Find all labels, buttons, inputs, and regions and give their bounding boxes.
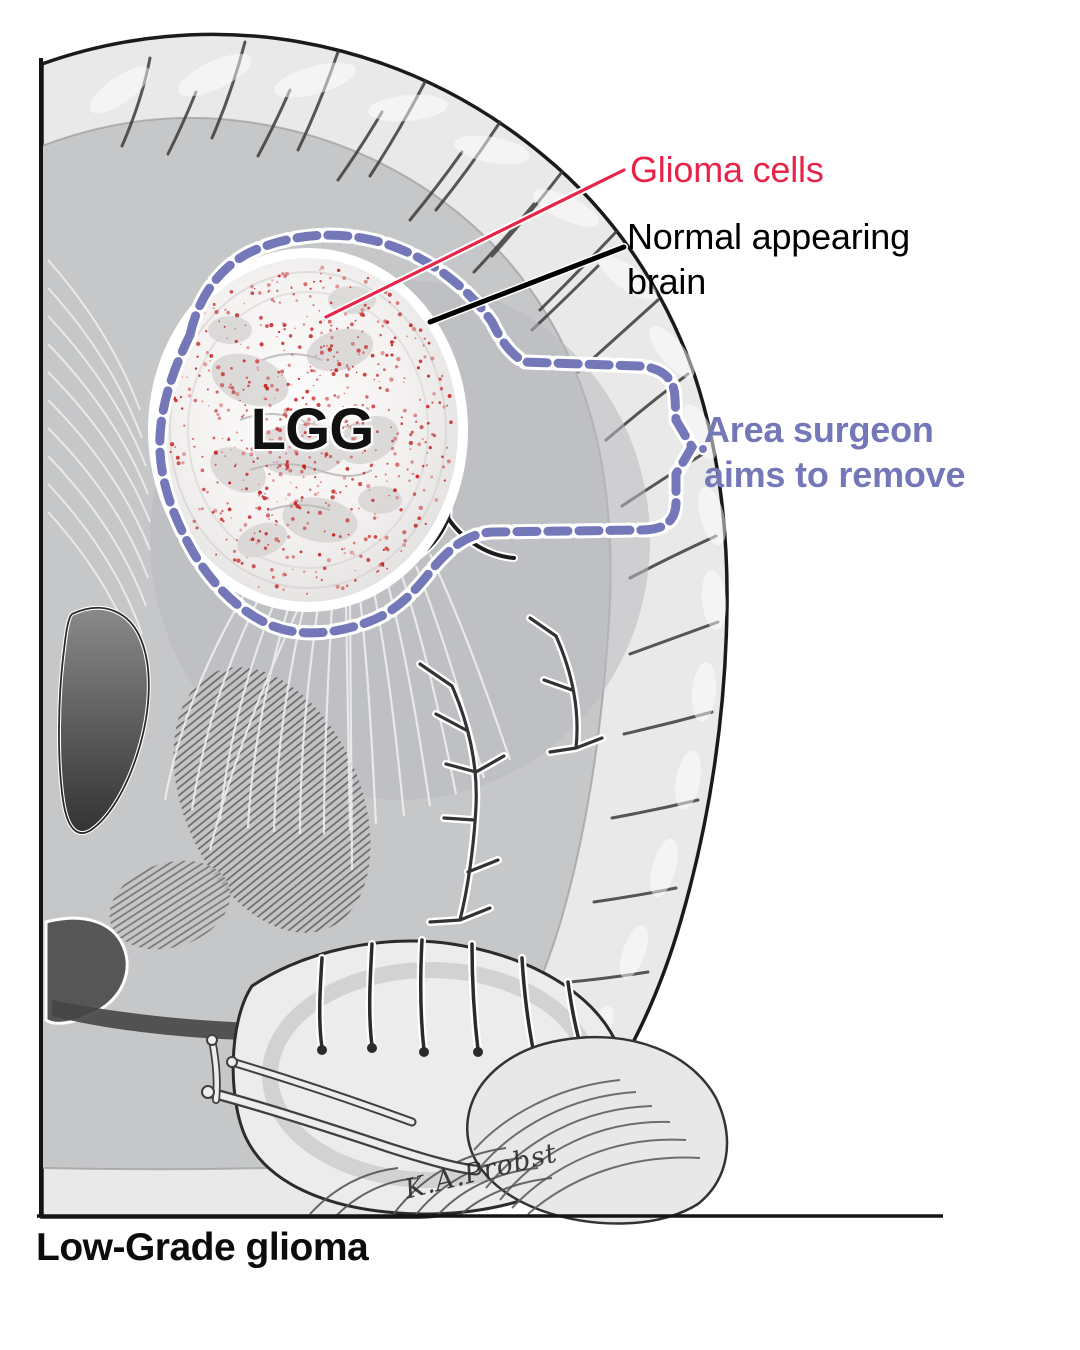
normal-brain-leader-line [427,244,627,325]
surgical-area-label: Area surgeon aims to remove [704,407,966,497]
glioma-cell-speckles [162,265,453,595]
glioma-cells-label: Glioma cells [630,149,824,190]
normal-brain-label: Normal appearing brain [627,214,910,304]
surgical-area-label-line2: aims to remove [704,454,966,495]
lateral-ventricle [56,605,151,836]
figure-caption: Low-Grade glioma [36,1226,369,1269]
cranial-nerves [201,1034,482,1176]
leader-lines [322,166,628,326]
glioma-leader-line [324,168,626,319]
tumor [148,248,468,612]
normal-brain-label-line2: brain [627,261,707,302]
bracket-dot [697,443,709,455]
cerebellum [309,1035,729,1225]
basal-ganglia [109,667,371,950]
surgical-area-label-line1: Area surgeon [704,409,934,450]
resection-dashed-outline [152,227,709,641]
normal-brain-label-line1: Normal appearing [627,216,910,257]
white-matter-streaks [47,259,151,661]
tumor-lgg-label: LGG [250,396,375,462]
